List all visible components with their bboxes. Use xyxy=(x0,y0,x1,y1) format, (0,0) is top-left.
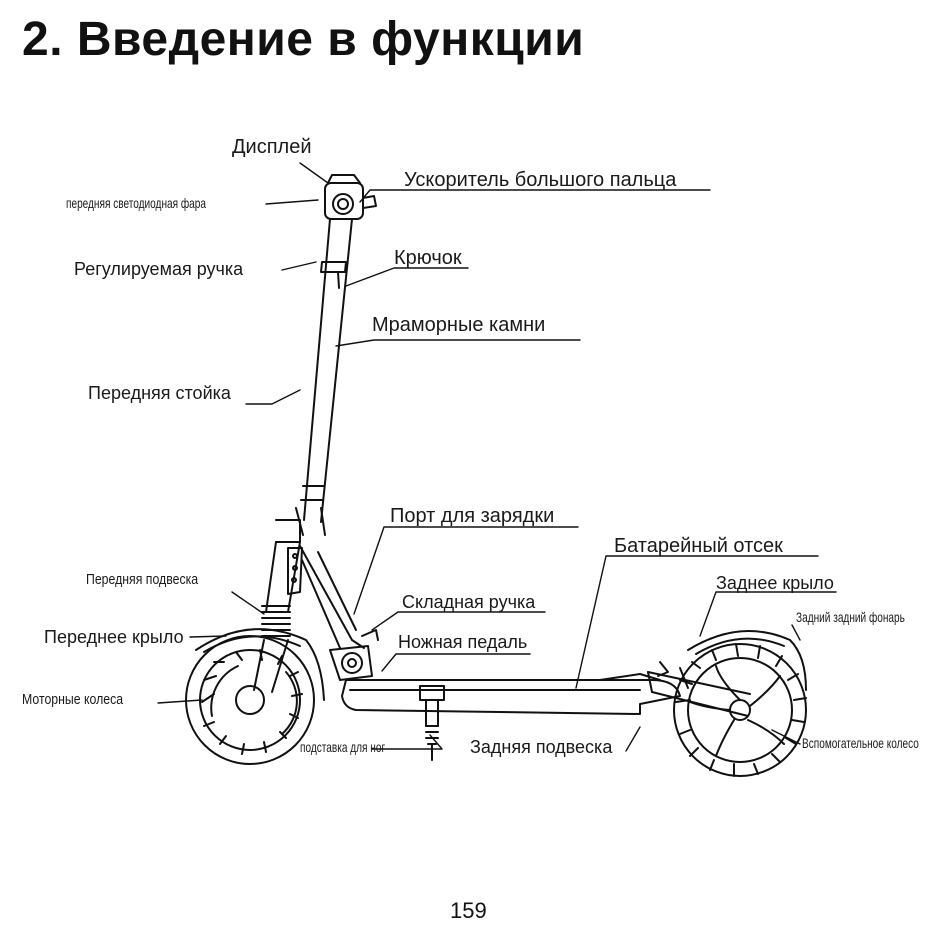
rear-wheel xyxy=(673,643,807,777)
rear-swingarm xyxy=(647,661,751,717)
label-front-post: Передняя стойка xyxy=(88,383,231,403)
label-motor-wheel: Моторные колеса xyxy=(22,691,124,708)
folding-strut xyxy=(299,545,379,681)
deck xyxy=(341,673,681,715)
label-aux-wheel: Вспомогательное колесо xyxy=(802,735,919,751)
label-charging-port: Порт для зарядки xyxy=(390,505,555,527)
front-wheel xyxy=(185,635,315,765)
label-front-suspension: Передняя подвеска xyxy=(86,571,199,588)
label-rear-light: Задний задний фонарь xyxy=(796,609,905,625)
front-fork xyxy=(253,541,303,693)
label-hook: Крючок xyxy=(394,247,462,269)
label-folding-handle: Складная ручка xyxy=(402,592,536,612)
kickstand xyxy=(419,685,445,761)
display-unit xyxy=(324,174,377,220)
label-foot-pedal: Ножная педаль xyxy=(398,632,528,652)
label-thumb-throttle: Ускоритель большого пальца xyxy=(404,169,677,191)
page-title: 2. Введение в функции xyxy=(22,13,585,66)
label-front-fender: Переднее крыло xyxy=(44,627,184,647)
label-battery: Батарейный отсек xyxy=(614,535,783,557)
label-kickstand: подставка для ног xyxy=(300,739,386,755)
label-display: Дисплей xyxy=(232,136,312,158)
leader-lines xyxy=(157,162,837,752)
label-marble-stones: Мраморные камни xyxy=(372,314,546,336)
page-number: 159 xyxy=(450,898,487,923)
front-stem xyxy=(275,218,353,543)
front-fender xyxy=(195,628,325,701)
label-adjustable-handle: Регулируемая ручка xyxy=(74,259,244,279)
label-rear-fender: Заднее крыло xyxy=(716,573,834,593)
label-front-led: передняя светодиодная фара xyxy=(66,195,206,211)
label-rear-suspension: Задняя подвеска xyxy=(470,737,613,757)
rear-fender xyxy=(687,630,807,691)
